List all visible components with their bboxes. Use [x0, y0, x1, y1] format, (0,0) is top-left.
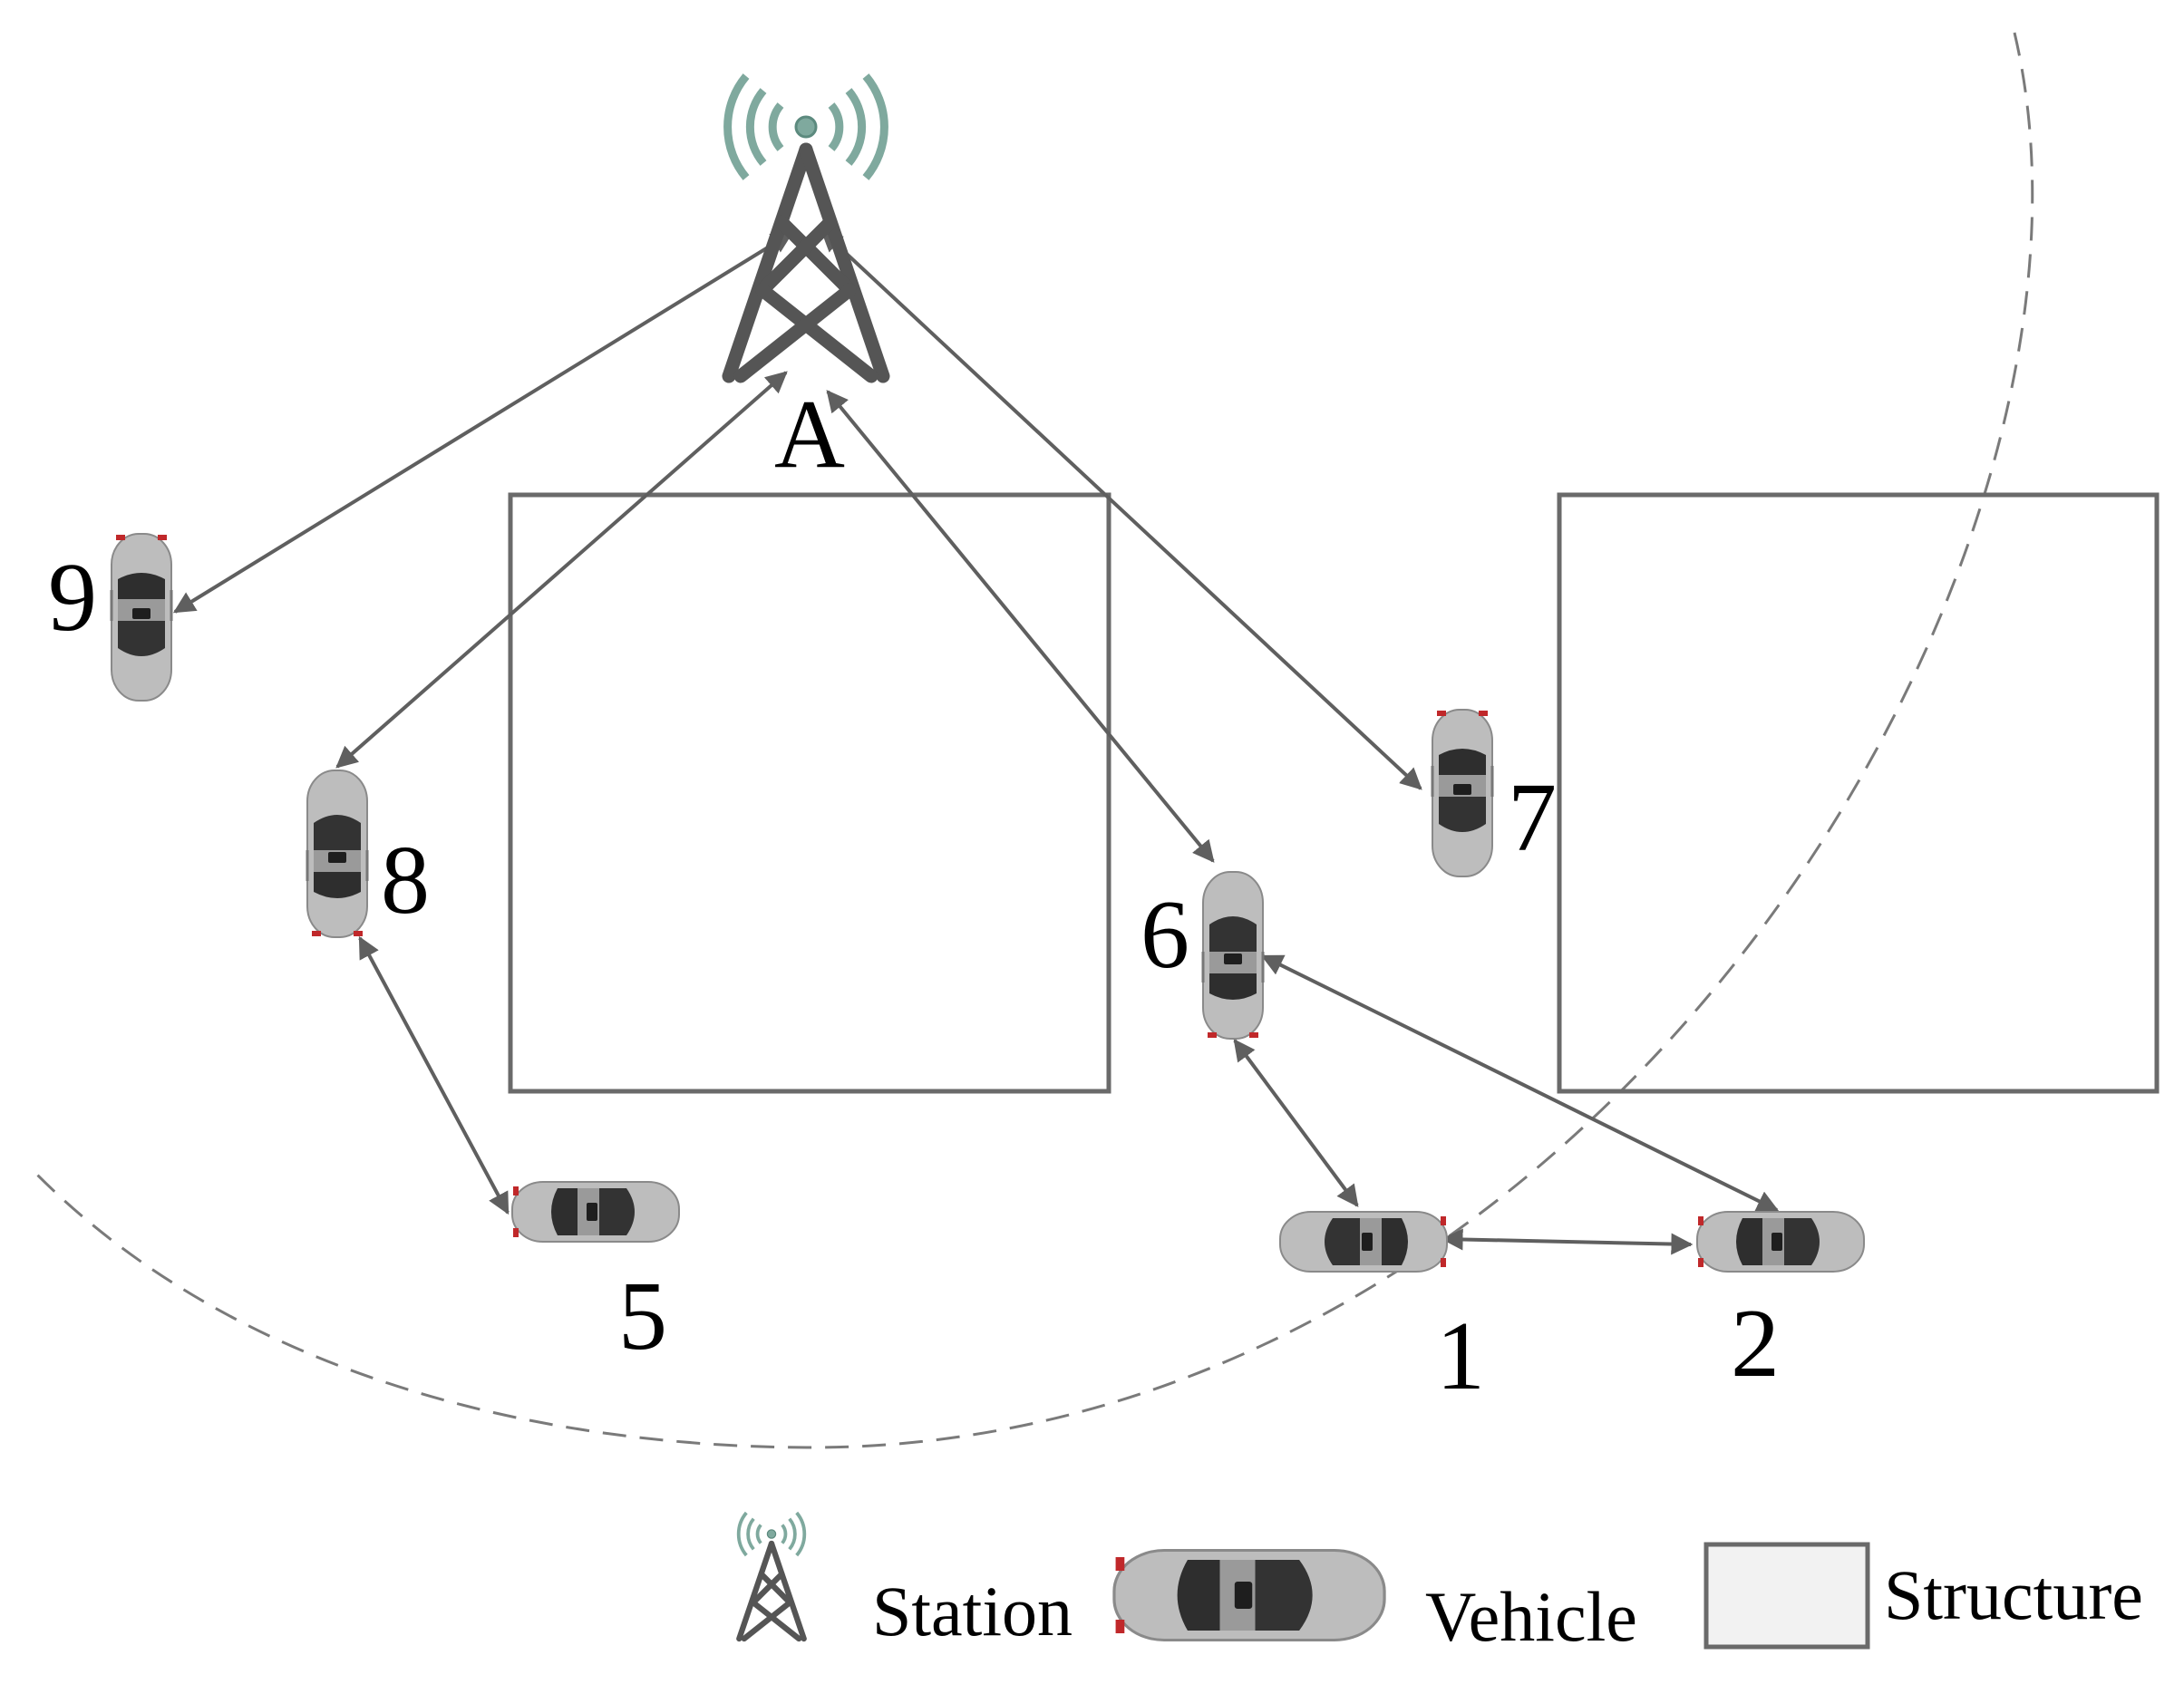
- vehicle-1: 1: [1279, 1211, 1485, 1410]
- vehicle-6: 6: [1141, 870, 1265, 1041]
- car-icon: [110, 532, 173, 702]
- car-icon: [1112, 1548, 1386, 1642]
- vehicle-label: 2: [1731, 1290, 1780, 1398]
- link-a-8: [335, 371, 788, 769]
- structure-swatch: [1704, 1542, 1870, 1650]
- cell-tower-icon: [739, 1511, 805, 1639]
- car-icon: [1279, 1211, 1448, 1273]
- link-6-2: [1260, 954, 1780, 1212]
- legend-station-label: Station: [872, 1572, 1073, 1650]
- legend-station: Station: [739, 1511, 1073, 1650]
- vehicle-label: 7: [1508, 764, 1557, 872]
- vehicle-8: 8: [306, 769, 430, 939]
- link-a-7: [820, 229, 1422, 790]
- legend-structure: Structure: [1704, 1542, 2143, 1650]
- car-icon: [1201, 870, 1265, 1041]
- vehicle-label: 9: [48, 544, 97, 652]
- station-label: A: [774, 381, 845, 489]
- vehicle-label: 5: [618, 1263, 667, 1370]
- vehicle-2: 2: [1696, 1211, 1865, 1398]
- car-icon: [511, 1181, 680, 1243]
- car-icon: [1431, 708, 1494, 878]
- link-a-9: [172, 231, 794, 614]
- vehicle-label: 6: [1141, 881, 1189, 989]
- legend-structure-label: Structure: [1884, 1555, 2143, 1634]
- vehicle-9: 9: [48, 532, 173, 702]
- link-8-5: [358, 935, 510, 1215]
- base-station: A: [728, 76, 885, 489]
- legend-vehicle: Vehicle: [1112, 1548, 1637, 1656]
- legend: Station Vehicle Structure: [739, 1511, 2143, 1656]
- car-icon: [306, 769, 369, 939]
- legend-vehicle-label: Vehicle: [1425, 1577, 1637, 1656]
- vehicle-7: 7: [1431, 708, 1557, 878]
- link-a-6: [826, 390, 1215, 863]
- link-1-2: [1441, 1228, 1694, 1255]
- cell-tower-icon: [729, 150, 883, 376]
- vehicle-label: 1: [1436, 1302, 1485, 1410]
- structure-right: [1557, 492, 2160, 1094]
- link-6-1: [1233, 1039, 1359, 1207]
- structure-left: [508, 492, 1111, 1094]
- vehicle-5: 5: [511, 1181, 680, 1370]
- car-icon: [1696, 1211, 1865, 1273]
- vehicle-label: 8: [381, 827, 430, 934]
